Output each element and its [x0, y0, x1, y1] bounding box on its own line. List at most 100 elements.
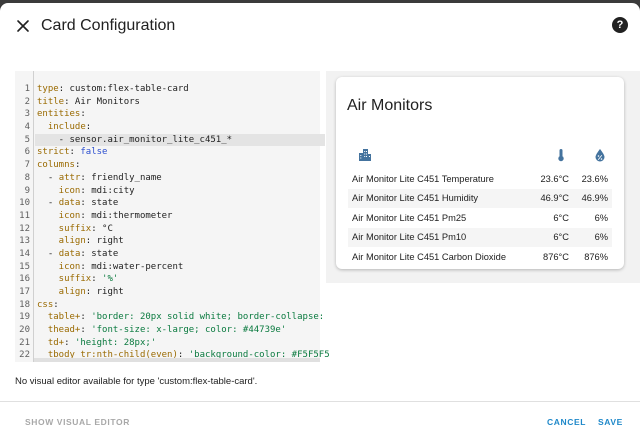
table-cell-state: 23.6°C — [540, 173, 569, 184]
code-token: 'border: 20px solid white; border-collap… — [91, 312, 330, 323]
table-cell-name: Air Monitor Lite C451 Temperature — [352, 173, 494, 184]
code-token: : mdi:thermometer — [80, 210, 173, 221]
code-token: 'height: 28px;' — [74, 337, 157, 348]
code-token: '%' — [102, 274, 119, 285]
code-token: attr — [58, 172, 81, 183]
code-line[interactable]: columns: — [35, 159, 325, 172]
code-token: icon — [37, 261, 81, 272]
code-token: suffix — [37, 274, 92, 285]
flex-table-card: Air Monitors — [336, 77, 624, 269]
code-line[interactable]: suffix: °C — [35, 223, 325, 236]
line-number: 11 — [19, 210, 30, 221]
code-line[interactable]: td+: 'height: 28px;' — [35, 337, 325, 350]
line-number: 4 — [24, 122, 30, 133]
line-number: 2 — [24, 96, 30, 107]
code-line[interactable]: - data: state — [35, 248, 325, 261]
line-number: 20 — [19, 325, 30, 336]
code-token: : custom:flex-table-card — [58, 84, 189, 94]
table-row: Air Monitor Lite C451 Pm25 6°C 6% — [348, 208, 612, 227]
line-number: 1 — [24, 84, 30, 94]
code-token: : — [91, 274, 103, 285]
code-line[interactable]: - sensor.air_monitor_lite_c451_* — [35, 133, 325, 147]
help-icon[interactable]: ? — [612, 17, 628, 33]
code-line[interactable]: - data: state — [35, 197, 325, 210]
line-number: 9 — [24, 185, 30, 196]
code-line[interactable]: align: right — [35, 286, 325, 299]
code-token: data — [58, 248, 81, 259]
code-token: data — [58, 198, 81, 209]
code-line[interactable]: strict: false — [35, 146, 325, 159]
save-button[interactable]: SAVE — [598, 417, 623, 427]
code-token: : friendly_name — [80, 172, 162, 183]
code-token: : — [85, 122, 92, 133]
table-cell-wp: 23.6% — [581, 173, 608, 184]
table-cell-wp: 6% — [594, 212, 608, 223]
table-cell-state: 876°C — [543, 251, 569, 262]
code-token: : mdi:city — [80, 185, 135, 196]
show-visual-editor-button[interactable]: SHOW VISUAL EDITOR — [25, 417, 130, 427]
code-token: 'font-size: x-large; color: #44739e' — [91, 325, 287, 336]
line-number: 21 — [19, 337, 30, 348]
code-token: align — [37, 287, 86, 297]
code-token: - sensor.air_monitor_lite_c451_* — [37, 134, 233, 145]
code-token: entities — [37, 109, 81, 120]
line-number: 10 — [19, 198, 30, 209]
code-line[interactable]: css: — [35, 299, 325, 312]
code-line[interactable]: thead+: 'font-size: x-large; color: #447… — [35, 324, 325, 337]
line-number: 14 — [19, 248, 30, 259]
code-line[interactable]: - attr: friendly_name — [35, 172, 325, 185]
thermometer-icon — [558, 149, 564, 162]
code-line[interactable]: icon: mdi:thermometer — [35, 210, 325, 223]
line-number: 12 — [19, 223, 30, 234]
code-line[interactable]: title: Air Monitors — [35, 96, 325, 109]
table-cell-state: 46.9°C — [540, 193, 569, 203]
line-number: 16 — [19, 274, 30, 285]
table-cell-state: 6°C — [553, 232, 569, 242]
line-number: 22 — [19, 350, 30, 361]
close-button[interactable] — [12, 15, 34, 37]
code-token: - — [37, 248, 59, 259]
table-cell-wp: 6% — [594, 232, 608, 242]
cancel-button[interactable]: CANCEL — [547, 417, 587, 427]
code-line[interactable]: icon: mdi:city — [35, 185, 325, 198]
code-token: include — [37, 122, 86, 133]
table-cell-wp: 876% — [584, 251, 608, 262]
line-number: 17 — [19, 287, 30, 297]
code-token: type — [37, 84, 59, 94]
close-icon — [17, 20, 29, 32]
table-row: Air Monitor Lite C451 Temperature 23.6°C 2… — [348, 169, 612, 188]
code-line[interactable]: type: custom:flex-table-card — [35, 83, 325, 96]
table-cell-state: 6°C — [553, 212, 569, 223]
code-token: icon — [37, 185, 81, 196]
code-token: : Air Monitors — [64, 96, 140, 107]
line-number: 13 — [19, 236, 30, 247]
code-line[interactable]: table+: 'border: 20px solid white; borde… — [35, 311, 325, 324]
code-token: align — [37, 236, 86, 247]
line-number: 7 — [24, 160, 30, 171]
card-title: Air Monitors — [347, 97, 433, 114]
table-cell-name: Air Monitor Lite C451 Humidity — [352, 193, 479, 203]
code-token: - — [37, 172, 59, 183]
code-token: : — [80, 312, 92, 323]
code-line[interactable]: icon: mdi:water-percent — [35, 261, 325, 274]
line-number: 6 — [24, 147, 30, 158]
dialog-title: Card Configuration — [41, 17, 176, 34]
code-token: columns — [37, 160, 75, 171]
code-token: tbody tr:nth-child(even) — [37, 350, 178, 361]
code-token: : — [69, 147, 81, 158]
horizontal-scrollbar[interactable] — [34, 358, 320, 362]
code-token: : — [64, 337, 75, 348]
code-token: : °C — [91, 223, 113, 234]
card-preview-panel: Air Monitors — [326, 71, 640, 283]
code-line[interactable]: include: — [35, 121, 325, 134]
code-line[interactable]: tbody tr:nth-child(even): 'background-co… — [35, 349, 330, 362]
code-line[interactable]: align: right — [35, 235, 325, 248]
table-cell-name: Air Monitor Lite C451 Pm25 — [352, 212, 467, 223]
code-line[interactable]: entities: — [35, 108, 325, 121]
line-number: 5 — [24, 134, 30, 145]
code-line[interactable]: suffix: '%' — [35, 273, 325, 286]
